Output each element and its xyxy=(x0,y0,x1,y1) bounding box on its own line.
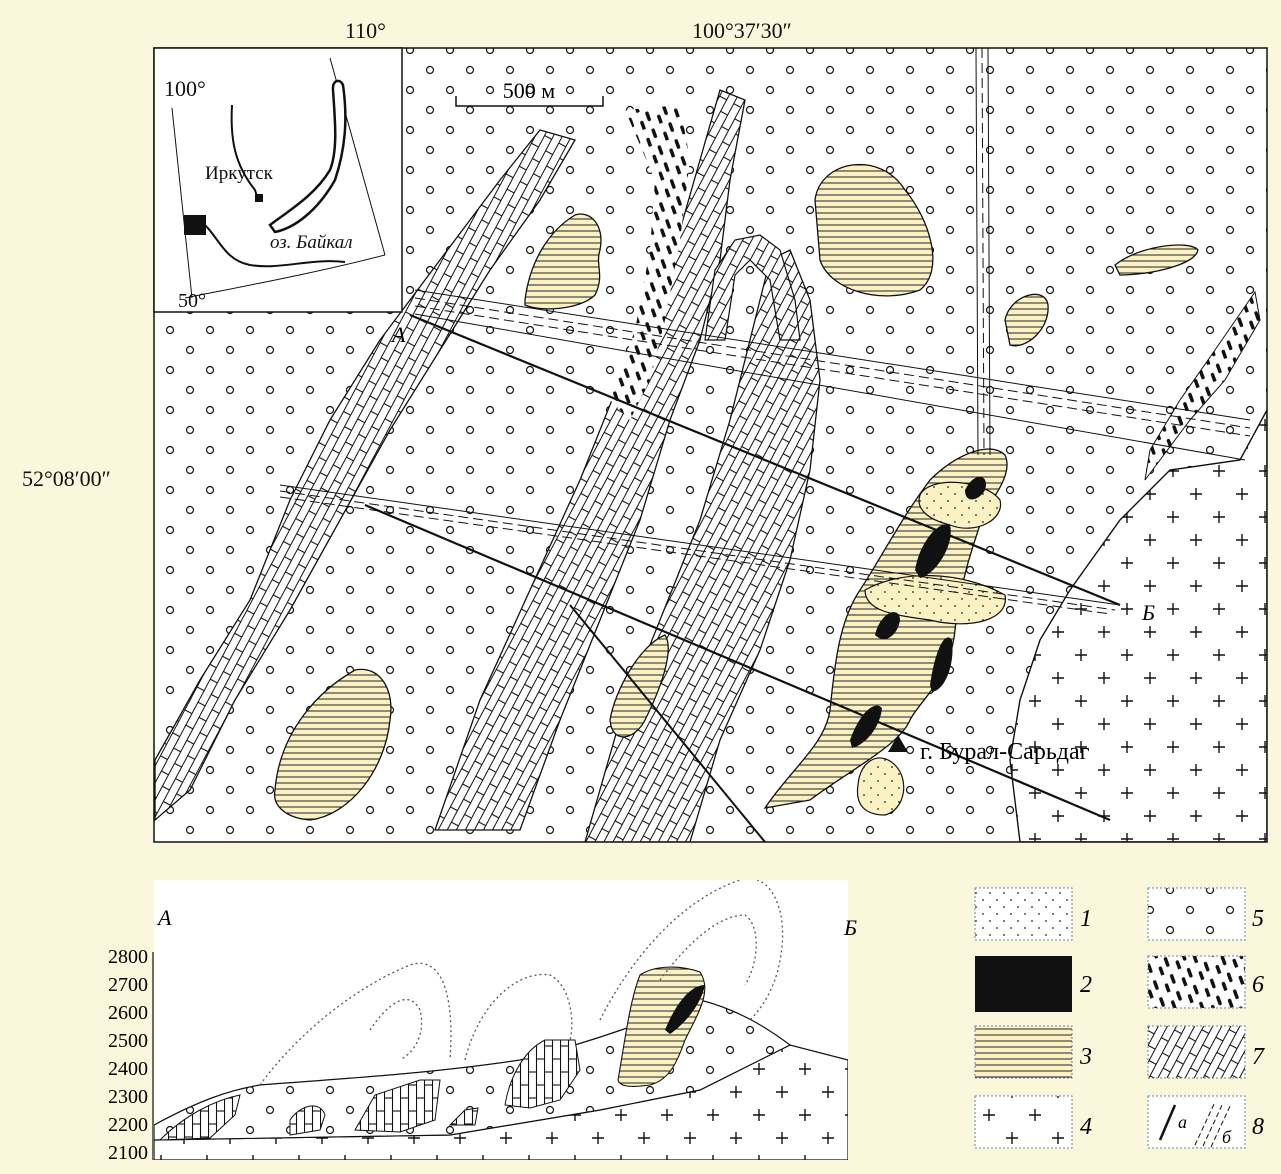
map-frame xyxy=(153,47,1268,843)
legend: 1 2 3 4 5 6 7 а б xyxy=(974,887,1265,1149)
fault-solid-icon xyxy=(1158,1104,1177,1141)
legend-number: 7 xyxy=(1252,1044,1265,1070)
legend-number: 6 xyxy=(1252,972,1264,998)
profile-label-a: А xyxy=(156,905,172,930)
marble-belt-west xyxy=(154,129,576,822)
dashes-unit-north xyxy=(610,105,690,420)
inset-lon-label: 100° xyxy=(164,76,206,101)
legend-sub-a: а xyxy=(1178,1112,1187,1132)
dashes-unit-east xyxy=(1144,290,1261,481)
legend-number: 4 xyxy=(1080,1114,1092,1140)
legend-item-1: 1 xyxy=(974,887,1092,941)
profile-label-b: Б xyxy=(843,915,857,940)
rock-body-north-ellipse xyxy=(814,163,934,297)
section-line-diagonal xyxy=(569,604,766,842)
sandy-body-south xyxy=(856,757,905,816)
scale-bar-label: 500 м xyxy=(503,78,556,103)
elevation-label-2600: 2600 xyxy=(108,1002,148,1024)
inset-parallel xyxy=(184,254,386,299)
legend-item-3: 3 xyxy=(974,1025,1092,1079)
legend-item-8: а б 8 xyxy=(1147,1095,1264,1149)
profile-marble-5 xyxy=(448,1107,479,1126)
inset-city-label: Иркутск xyxy=(205,163,273,184)
legend-item-6: 6 xyxy=(1147,955,1264,1009)
legend-number: 2 xyxy=(1080,972,1092,998)
inset-lake-baikal xyxy=(268,79,347,234)
section-label-a: А xyxy=(390,322,406,347)
fault-zone-north xyxy=(414,289,1251,461)
profile-hlines-body xyxy=(617,966,706,1087)
ore-body-4 xyxy=(930,637,953,692)
fault-vertical xyxy=(975,48,991,456)
coord-label-top-right: 100°37′30″ xyxy=(692,18,792,43)
inset-lat-label: 50° xyxy=(178,290,206,312)
fault-zone-south xyxy=(279,484,1121,615)
ore-body-2 xyxy=(915,524,951,578)
legend-sub-b: б xyxy=(1222,1127,1232,1147)
rock-body-south-west xyxy=(273,668,392,821)
legend-item-7: 7 xyxy=(1147,1025,1265,1079)
legend-item-2: 2 xyxy=(975,956,1092,1012)
inset-map xyxy=(153,47,403,313)
inset-study-area-icon xyxy=(184,215,206,235)
granite-area xyxy=(1009,409,1267,842)
peak-marker-icon xyxy=(888,735,908,752)
inset-meridian xyxy=(171,107,193,299)
profile-marble-4 xyxy=(504,1039,581,1109)
profile-eroded-folds xyxy=(259,880,784,1086)
legend-number: 5 xyxy=(1252,906,1264,932)
legend-number: 8 xyxy=(1252,1114,1264,1140)
profile-ore-body xyxy=(665,985,705,1034)
marble-arch xyxy=(704,234,801,341)
peak-label: г. Бурал-Сарьдаг xyxy=(920,739,1090,765)
legend-item-5: 5 xyxy=(1147,887,1264,941)
inset-city-marker-icon xyxy=(255,194,263,202)
elevation-label-2300: 2300 xyxy=(108,1086,148,1108)
legend-item-4: 4 xyxy=(974,1095,1092,1149)
elevation-label-2700: 2700 xyxy=(108,974,148,996)
inset-lake-label: оз. Байкал xyxy=(270,232,353,253)
section-line-south xyxy=(364,503,1111,822)
profile-marble-2 xyxy=(289,1105,326,1136)
profile-elevation-axis: 2800 2700 2600 2500 2400 2300 2200 2100 xyxy=(108,946,148,1164)
elevation-label-2100: 2100 xyxy=(108,1142,148,1164)
coord-label-top-left: 110° xyxy=(345,18,386,43)
elevation-label-2400: 2400 xyxy=(108,1058,148,1080)
section-label-b: Б xyxy=(1141,600,1155,625)
rock-body-small-center xyxy=(1004,293,1049,347)
coord-label-left: 52°08′00″ xyxy=(22,466,111,491)
elevation-label-2800: 2800 xyxy=(108,946,148,968)
ore-body-5 xyxy=(850,705,882,748)
rock-body-small-east xyxy=(1114,244,1199,276)
profile-marble-1 xyxy=(158,1094,241,1141)
ore-body-3 xyxy=(875,612,900,640)
inset-border xyxy=(204,224,346,268)
elevation-label-2500: 2500 xyxy=(108,1030,148,1052)
scale-bar: 500 м xyxy=(455,78,604,107)
legend-number: 3 xyxy=(1079,1044,1092,1070)
elevation-label-2200: 2200 xyxy=(108,1114,148,1136)
profile-marble-3 xyxy=(354,1079,441,1133)
inset-river xyxy=(230,104,259,201)
main-map: 500 м г. Бурал-Сарьдаг А Б xyxy=(153,47,1268,843)
section-line-ab xyxy=(409,313,1121,607)
ore-body-1 xyxy=(965,476,986,500)
cross-section-profile: 2800 2700 2600 2500 2400 2300 2200 2100 … xyxy=(108,880,857,1164)
legend-number: 1 xyxy=(1080,906,1092,932)
rock-body-north-west xyxy=(524,213,602,310)
